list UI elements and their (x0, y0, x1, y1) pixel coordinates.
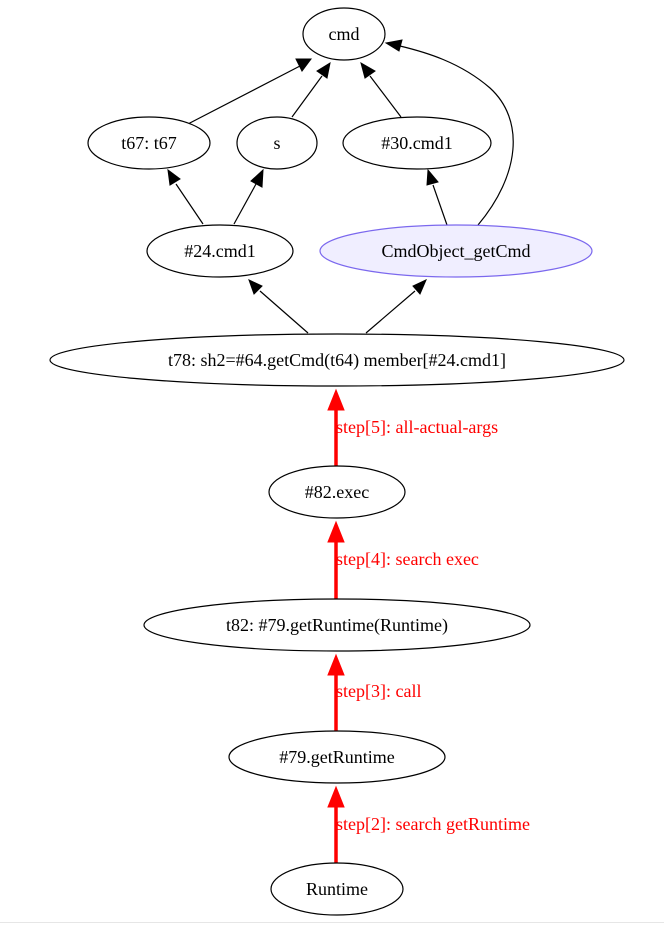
step-2-edge: step[2]: search getRuntime (327, 785, 530, 863)
node-exec82-label: #82.exec (305, 482, 369, 502)
node-cmd30[interactable]: #30.cmd1 (342, 116, 492, 170)
node-t82[interactable]: t82: #79.getRuntime(Runtime) (143, 598, 531, 652)
node-s-label: s (273, 133, 280, 153)
step-5-edge: step[5]: all-actual-args (327, 388, 498, 466)
bottom-divider (0, 922, 664, 923)
node-cmd24[interactable]: #24.cmd1 (146, 224, 294, 278)
edge-cmd24-to-s (233, 168, 264, 225)
node-getcmd[interactable]: CmdObject_getCmd (319, 224, 593, 278)
step-4-edge: step[4]: search exec (327, 520, 479, 599)
step-5-label: step[5]: all-actual-args (336, 417, 498, 437)
node-getruntime79-label: #79.getRuntime (279, 747, 395, 767)
step-3-edge: step[3]: call (327, 653, 421, 731)
node-exec82[interactable]: #82.exec (268, 465, 406, 519)
edge-t78-to-getcmd (365, 279, 427, 334)
node-cmd[interactable]: cmd (302, 7, 386, 61)
step-2-label: step[2]: search getRuntime (336, 814, 530, 834)
node-cmd30-label: #30.cmd1 (381, 133, 453, 153)
edge-cmd30-to-cmd (360, 61, 402, 118)
node-t82-label: t82: #79.getRuntime(Runtime) (226, 615, 448, 636)
edge-t67-to-cmd (185, 58, 312, 126)
edge-s-to-cmd (291, 61, 331, 118)
edge-cmd24-to-t67 (167, 168, 204, 225)
step-edges: step[5]: all-actual-args step[4]: search… (327, 388, 530, 863)
node-runtime-label: Runtime (306, 879, 368, 899)
node-t67[interactable]: t67: t67 (87, 116, 211, 170)
node-t78-label: t78: sh2=#64.getCmd(t64) member[#24.cmd1… (168, 350, 506, 371)
graph-nodes: cmd t67: t67 s #30.cmd1 #24.cmd1 CmdObje… (49, 7, 625, 916)
node-cmd-label: cmd (329, 24, 360, 44)
step-4-label: step[4]: search exec (336, 549, 479, 569)
step-3-label: step[3]: call (336, 681, 421, 701)
node-runtime[interactable]: Runtime (270, 862, 404, 916)
edge-getcmd-to-cmd (384, 39, 514, 226)
node-t78[interactable]: t78: sh2=#64.getCmd(t64) member[#24.cmd1… (49, 333, 625, 387)
node-cmd24-label: #24.cmd1 (184, 241, 256, 261)
node-getcmd-label: CmdObject_getCmd (382, 241, 531, 261)
node-s[interactable]: s (236, 116, 318, 170)
node-t67-label: t67: t67 (121, 133, 177, 153)
edge-t78-to-cmd24 (248, 279, 309, 334)
graph-edges (167, 39, 514, 334)
edge-getcmd-to-cmd30 (426, 168, 448, 226)
node-getruntime79[interactable]: #79.getRuntime (228, 730, 446, 784)
